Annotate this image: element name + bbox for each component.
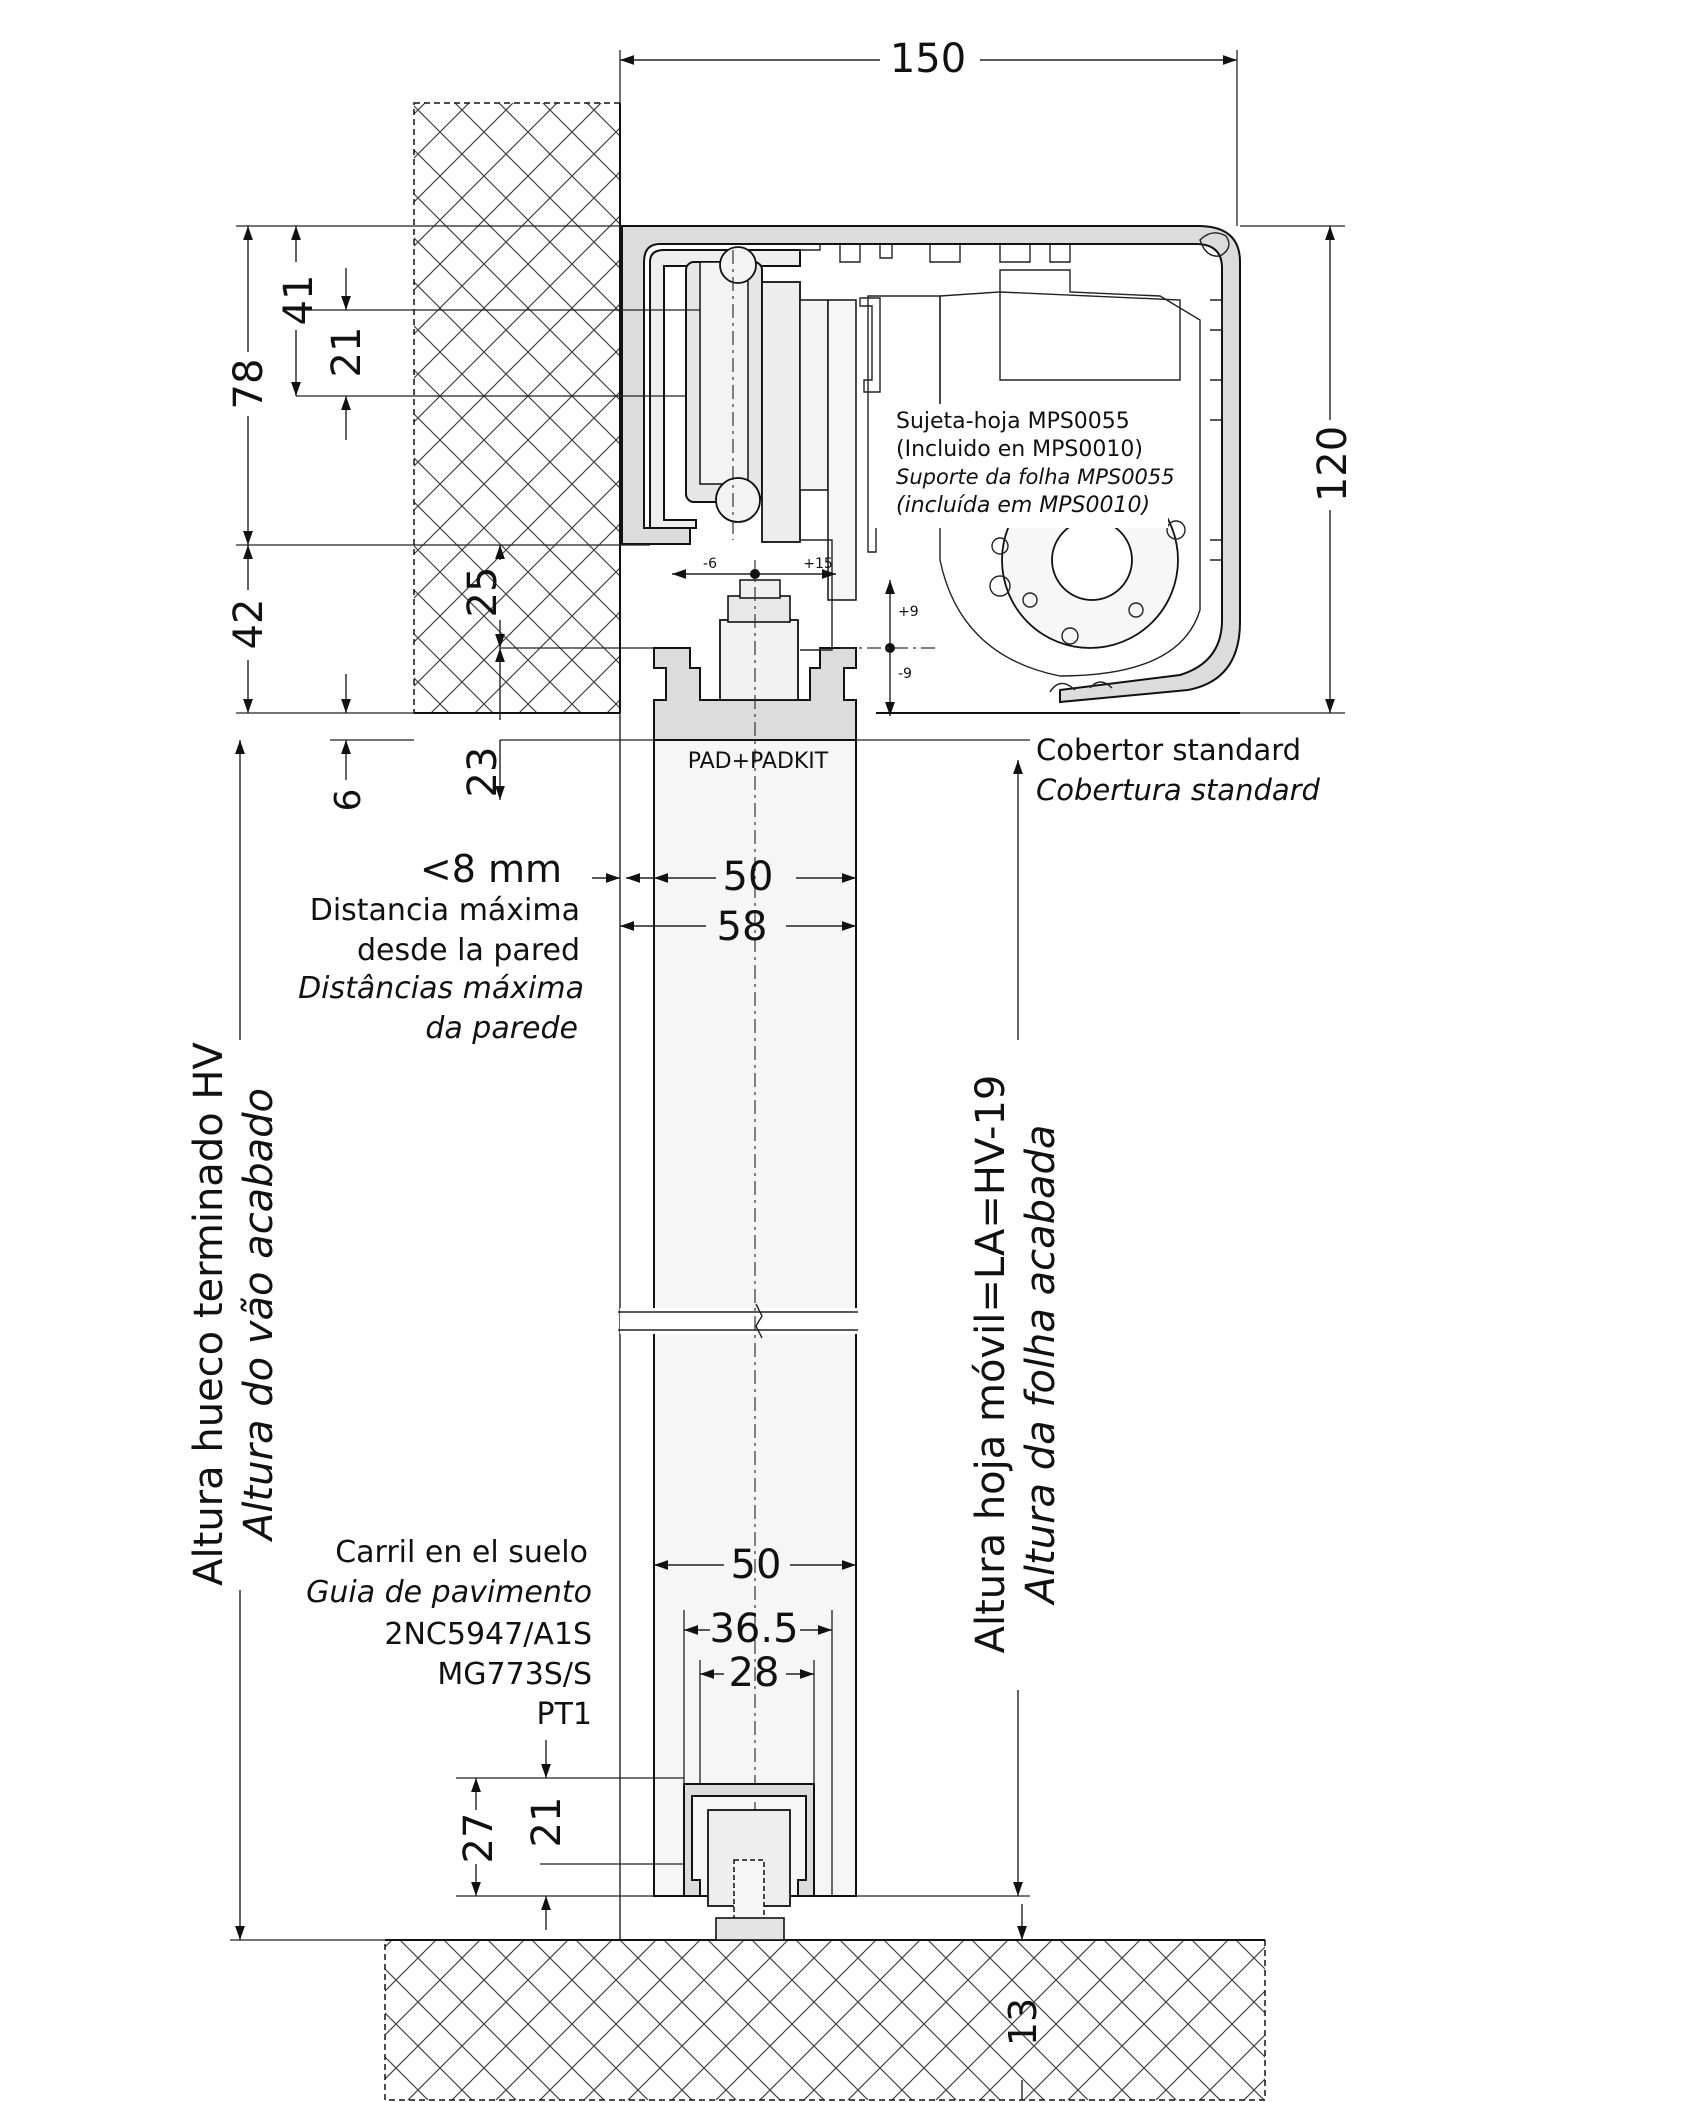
sujeta-line1: Sujeta-hoja MPS0055 (896, 409, 1130, 434)
dim-36-5: 36.5 (709, 1606, 798, 1652)
hoja-label-pt: Altura da folha acabada (1018, 1125, 1064, 1607)
adjust-vertical-dot (885, 643, 895, 653)
sujeta-line2: (Incluido en MPS0010) (896, 437, 1143, 462)
dim-41: 41 (276, 275, 322, 326)
cobertor-label: Cobertor standard (1036, 733, 1301, 767)
max-distance-es-2: desde la pared (357, 933, 580, 968)
adjust-minus6: -6 (703, 556, 717, 572)
dim-25: 25 (460, 567, 506, 618)
dim-6: 6 (328, 789, 369, 812)
leaf-holder-label: Sujeta-hoja MPS0055 (Incluido en MPS0010… (872, 404, 1175, 528)
guide-code-2: MG773S/S (437, 1657, 592, 1692)
dim-120: 120 (1310, 426, 1356, 502)
max-distance-es-1: Distancia máxima (310, 893, 580, 928)
leaf-holder-pad (653, 539, 857, 741)
dim-21-top: 21 (324, 327, 370, 378)
dim-13: 13 (1001, 1998, 1045, 2046)
guide-code-1: 2NC5947/A1S (384, 1617, 592, 1652)
suporte-line2: (incluída em MPS0010) (896, 493, 1150, 518)
max-distance-pt-2: da parede (425, 1011, 578, 1046)
dim-28: 28 (729, 1650, 780, 1696)
floor-guide (683, 1783, 815, 1941)
carril-label-es: Carril en el suelo (335, 1535, 588, 1570)
suporte-line1: Suporte da folha MPS0055 (896, 465, 1175, 489)
dim-50-bottom: 50 (731, 1542, 782, 1588)
dim-21-bottom: 21 (524, 1797, 570, 1848)
adjust-minus9: -9 (898, 666, 912, 682)
adjust-plus9: +9 (898, 604, 919, 620)
dim-50-top: 50 (723, 854, 774, 900)
dim-27: 27 (456, 1813, 502, 1864)
max-distance-value: <8 mm (420, 847, 562, 891)
hueco-label-pt: Altura do vão acabado (236, 1088, 282, 1543)
dim-58: 58 (717, 904, 768, 950)
dim-78: 78 (226, 359, 272, 410)
max-distance-pt-1: Distâncias máxima (298, 971, 584, 1006)
cobertura-label: Cobertura standard (1036, 773, 1321, 807)
floor (384, 1939, 1266, 2101)
dim-150: 150 (890, 36, 966, 82)
guide-code-3: PT1 (536, 1697, 592, 1732)
pad-label: PAD+PADKIT (688, 749, 829, 774)
dim-23: 23 (460, 747, 506, 798)
adjust-center-dot (750, 569, 760, 579)
hoja-label-es: Altura hoja móvil=LA=HV-19 (968, 1075, 1014, 1654)
carril-label-pt: Guia de pavimento (306, 1575, 592, 1610)
adjust-plus15: +15 (803, 556, 833, 572)
carriage (685, 246, 857, 601)
wall (413, 102, 621, 714)
top-rail-profile (621, 225, 1241, 704)
hueco-label-es: Altura hueco terminado HV (186, 1042, 232, 1586)
dim-42: 42 (226, 599, 272, 650)
